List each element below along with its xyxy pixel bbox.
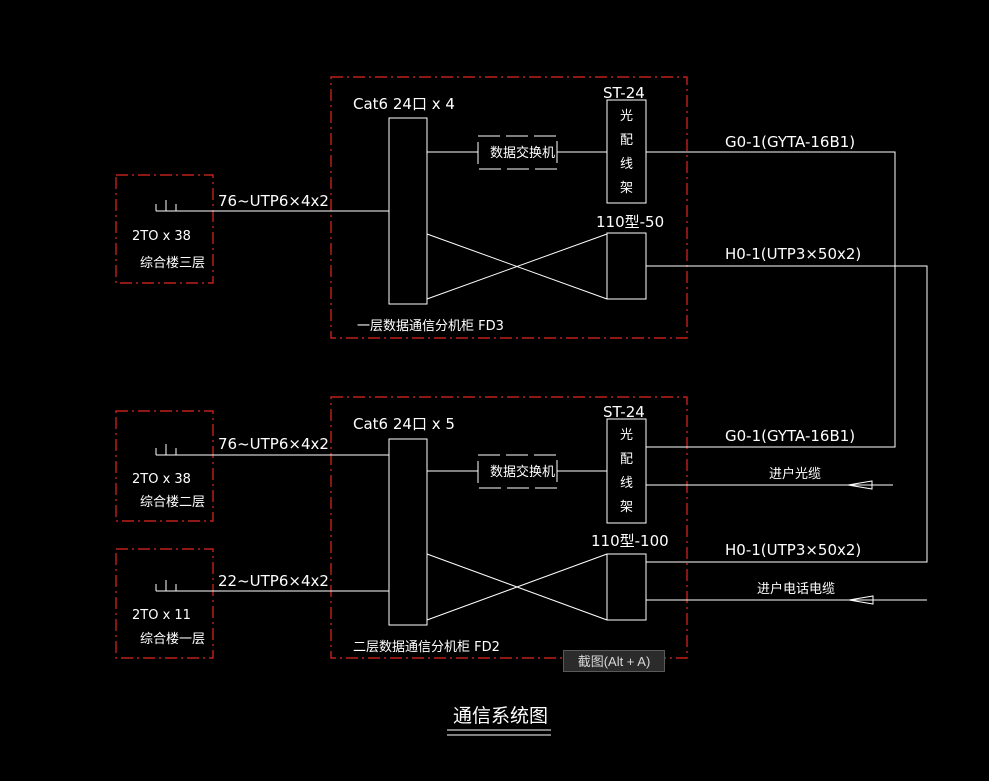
screenshot-tooltip: 截图(Alt + A): [563, 650, 665, 672]
floor3-outlet-enclosure: [115, 174, 214, 284]
floor1-outlet-enclosure: [115, 548, 214, 659]
outlet-count-floor3: 2TO x 38: [132, 229, 191, 244]
outlet-count-floor2: 2TO x 38: [132, 472, 191, 487]
voice-panel-top-label: 110型-50: [596, 213, 664, 231]
cross-link: [426, 553, 608, 621]
floor-label-3: 综合楼三层: [140, 256, 205, 271]
incoming-phone-arrow: [848, 595, 874, 605]
fiber-frame-top-char: 配: [620, 133, 633, 148]
cable-label-floor1: 22~UTP6×4x2: [218, 572, 329, 590]
incoming-fiber-arrow: [847, 480, 873, 490]
floor-label-1: 综合楼一层: [140, 632, 205, 647]
incoming-phone-label: 进户电话电缆: [757, 581, 835, 597]
outlet-icon-floor3: [155, 200, 177, 212]
cabinet-fd3-caption: 一层数据通信分机柜 FD3: [357, 319, 504, 334]
patch-panel-top: [388, 117, 428, 305]
patch-panel-top-label: Cat6 24口 x 4: [353, 95, 455, 113]
copper-trunk-bottom-label: H0-1(UTP3×50x2): [725, 541, 861, 559]
fiber-frame-top-char: 线: [620, 157, 633, 172]
voice-panel-top: [606, 232, 647, 300]
floor2-outlet-enclosure: [115, 410, 214, 522]
fiber-trunk-bottom-label: G0-1(GYTA-16B1): [725, 427, 855, 445]
outlet-count-floor1: 2TO x 11: [132, 608, 191, 623]
fiber-frame-top-char: 光: [620, 109, 633, 124]
cabinet-fd3-enclosure: [330, 76, 688, 339]
outlet-icon-floor1: [155, 580, 177, 592]
diagram-title: 通信系统图: [453, 705, 548, 727]
outlet-icon-floor2: [155, 444, 177, 456]
fiber-frame-bottom-char: 架: [620, 500, 633, 515]
cross-link: [426, 233, 608, 300]
voice-panel-bottom-label: 110型-100: [591, 532, 669, 550]
cabinet-fd2-enclosure: [330, 396, 688, 659]
patch-panel-bottom-label: Cat6 24口 x 5: [353, 415, 455, 433]
voice-panel-bottom: [606, 553, 647, 621]
cable-label-floor2: 76~UTP6×4x2: [218, 435, 329, 453]
fiber-frame-bottom-char: 线: [620, 476, 633, 491]
patch-panel-bottom: [388, 438, 428, 626]
fiber-frame-top-char: 架: [620, 181, 633, 196]
fiber-trunk: [646, 151, 896, 448]
incoming-fiber-label: 进户光缆: [769, 466, 821, 482]
switch-top-label: 数据交换机: [490, 145, 555, 161]
fiber-frame-bottom-type: ST-24: [603, 403, 645, 421]
fiber-trunk-top-label: G0-1(GYTA-16B1): [725, 133, 855, 151]
fiber-frame-bottom-char: 配: [620, 452, 633, 467]
copper-trunk-top-label: H0-1(UTP3×50x2): [725, 245, 861, 263]
fiber-frame-top-type: ST-24: [603, 84, 645, 102]
cabinet-fd2-caption: 二层数据通信分机柜 FD2: [353, 640, 500, 655]
copper-trunk: [646, 265, 928, 563]
switch-bottom-label: 数据交换机: [490, 464, 555, 480]
fiber-frame-bottom-char: 光: [620, 428, 633, 443]
cable-label-floor3: 76~UTP6×4x2: [218, 192, 329, 210]
floor-label-2: 综合楼二层: [140, 495, 205, 510]
